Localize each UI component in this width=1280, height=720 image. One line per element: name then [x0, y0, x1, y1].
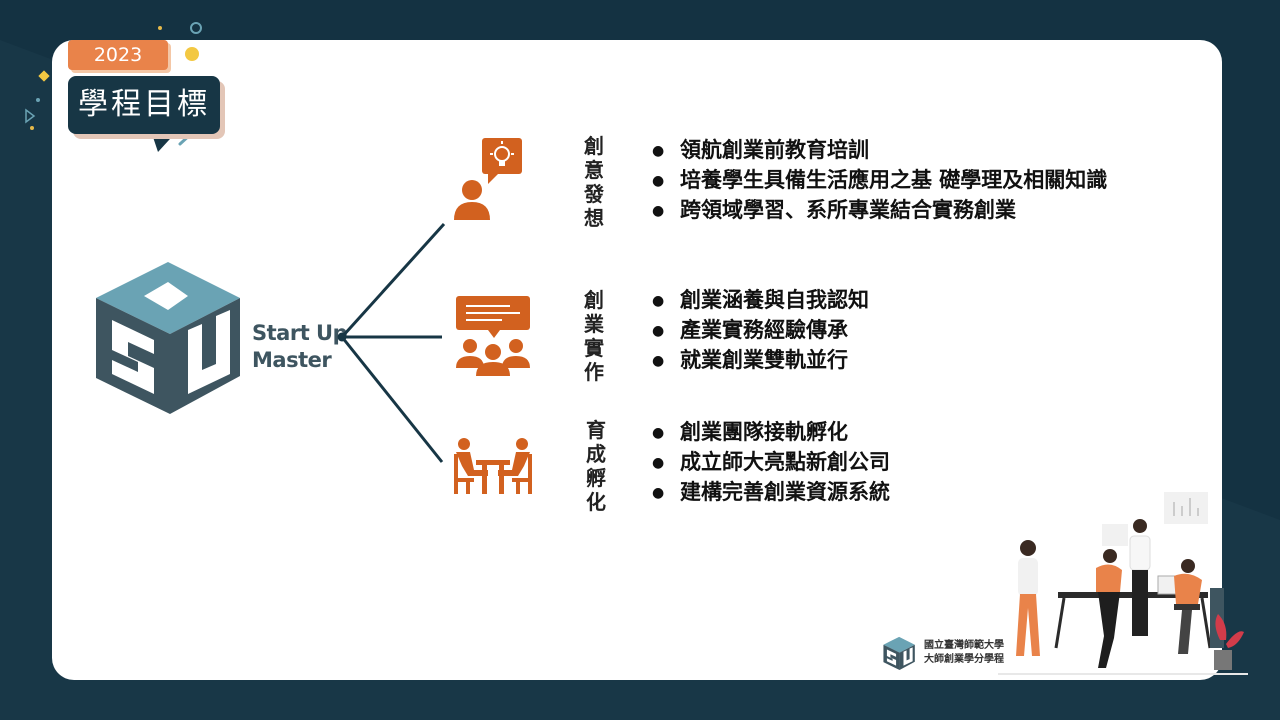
page-title: 學程目標: [68, 76, 220, 134]
footer-line-1: 國立臺灣師範大學: [924, 640, 1004, 651]
list-item: ●成立師大亮點新創公司: [652, 450, 890, 474]
group-list-idea: ●領航創業前教育培訓 ●培養學生具備生活應用之基 礎學理及相關知識 ●跨領域學習…: [652, 136, 1107, 226]
group-label-idea: 創意發想: [584, 134, 604, 230]
brand-line-2: Master: [252, 348, 332, 372]
list-item: ●跨領域學習、系所專業結合實務創業: [652, 198, 1016, 222]
footer-institution: 國立臺灣師範大學 大師創業學分學程: [924, 639, 1004, 667]
footer-logo: [883, 636, 915, 670]
startup-master-logo: [96, 262, 240, 414]
list-item: ●領航創業前教育培訓: [652, 138, 869, 162]
meeting-table-icon: [454, 438, 532, 494]
brand-line-1: Start Up: [252, 321, 348, 345]
idea-person-icon: [454, 138, 522, 220]
group-label-incubation: 育成孵化: [586, 418, 606, 514]
list-item: ●創業涵養與自我認知: [652, 288, 869, 312]
list-item: ●就業創業雙軌並行: [652, 348, 848, 372]
year-tag: 2023: [68, 40, 168, 70]
group-label-practice: 創業實作: [584, 288, 604, 384]
team-presentation-icon: [456, 296, 530, 376]
title-badge: 2023 學程目標: [20, 14, 240, 164]
list-item: ●建構完善創業資源系統: [652, 480, 890, 504]
team-working-illustration: [998, 492, 1248, 675]
list-item: ●產業實務經驗傳承: [652, 318, 848, 342]
list-item: ●培養學生具備生活應用之基 礎學理及相關知識: [652, 168, 1108, 192]
group-list-practice: ●創業涵養與自我認知 ●產業實務經驗傳承 ●就業創業雙軌並行: [652, 286, 869, 376]
group-list-incubation: ●創業團隊接軌孵化 ●成立師大亮點新創公司 ●建構完善創業資源系統: [652, 418, 890, 508]
list-item: ●創業團隊接軌孵化: [652, 420, 848, 444]
brand-name: Start Up Master: [252, 320, 348, 374]
footer-line-2: 大師創業學分學程: [924, 654, 1004, 665]
